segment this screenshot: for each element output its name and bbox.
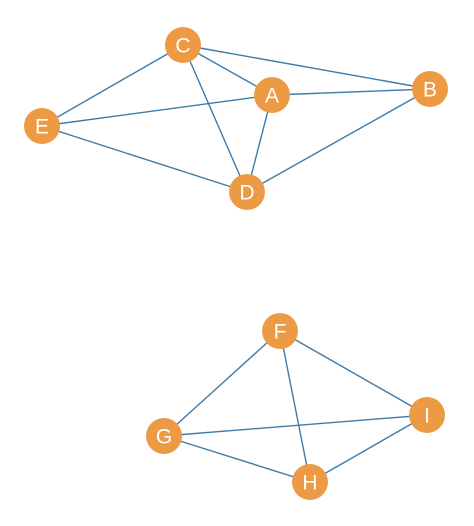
node-circle [165,27,201,63]
node-circle [229,174,265,210]
node-circle [254,77,290,113]
node-circle [24,108,60,144]
edge-a-b [271,88,431,96]
node-circle [409,397,445,433]
node-a: A [254,77,290,113]
node-d: D [229,174,265,210]
node-i: I [409,397,445,433]
edge-c-b [182,44,431,90]
edges-layer [41,44,431,483]
edge-f-g [163,330,281,437]
node-g: G [146,418,182,454]
edge-e-d [41,125,248,193]
node-f: F [262,313,298,349]
node-b: B [412,71,448,107]
edge-h-i [309,414,428,483]
node-circle [412,71,448,107]
node-e: E [24,108,60,144]
edge-c-e [41,44,184,127]
edge-c-d [182,44,248,193]
edge-f-h [279,330,311,483]
node-h: H [292,464,328,500]
nodes-layer: A B C D E F G H I [24,27,448,500]
edge-d-b [246,88,431,193]
node-circle [292,464,328,500]
edge-a-e [41,94,273,127]
node-c: C [165,27,201,63]
edge-g-i [163,414,428,437]
edge-g-h [163,435,311,483]
node-circle [262,313,298,349]
edge-f-i [279,330,428,416]
node-circle [146,418,182,454]
